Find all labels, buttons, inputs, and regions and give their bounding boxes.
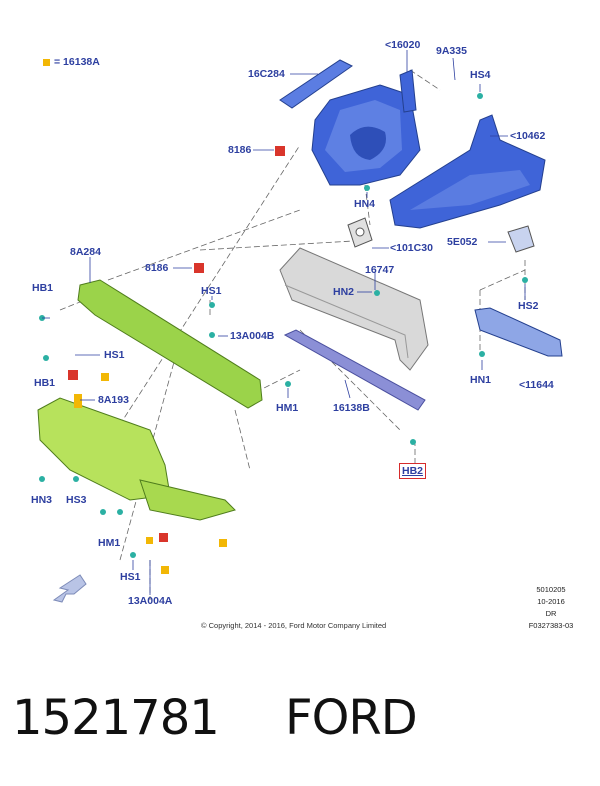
clip-red-part [68,370,78,380]
callout-8186-lower: 8186 [145,262,169,274]
callout-8A193: 8A193 [98,394,129,406]
callout-HS1-middle: HS1 [104,349,125,361]
callout-101C30: <101C30 [390,242,433,254]
callout-HS4: HS4 [470,69,491,81]
callout-13A004A: 13A004A [128,595,173,607]
copyright-notice: © Copyright, 2014 - 2016, Ford Motor Com… [201,621,387,630]
exploded-parts-diagram [37,50,563,603]
callout-HN3: HN3 [31,494,53,506]
callout-HB1-upper: HB1 [32,282,54,294]
callout-16C284: 16C284 [248,68,285,80]
clip-lower-red-part [159,533,168,542]
callout-HB2-highlighted: HB2 [399,463,427,479]
callout-5E052: 5E052 [447,236,478,248]
callout-16138B: 16138B [333,402,370,414]
bumper-beam-part [279,247,429,371]
callout-11644: <11644 [519,379,554,391]
reference-code-3: F0327383-03 [528,621,574,630]
callout-10462: <10462 [510,130,546,142]
callout-8A284: 8A284 [70,246,101,258]
bracket-11644-part [474,307,563,357]
reference-code-1: 5010205 [536,585,566,594]
nut-8186-lower-part [194,263,204,273]
reference-date: 10-2016 [537,597,565,606]
strut-16C284-part [279,59,353,109]
callout-16747: 16747 [365,264,395,276]
label-leader-lines [42,50,526,595]
callout-13A004B: 13A004B [230,330,275,342]
part-number: 1521781 [12,690,220,746]
legend-16138A-markers [101,373,227,574]
brand-name: FORD [285,690,418,746]
radiator-support-8A284-part [77,279,263,409]
callout-9A335: 9A335 [436,45,467,57]
front-direction-arrow-icon [52,574,87,603]
front-apron-right-part [389,114,546,229]
callout-HN4: HN4 [354,198,376,210]
callout-8186-upper: 8186 [228,144,252,156]
fastener-markers [39,93,528,558]
stiffener-16138B-part [283,329,426,411]
splash-shield-part [37,397,236,521]
callout-HS3: HS3 [66,494,87,506]
callout-HS1-upper: HS1 [201,285,222,297]
legend-label: = 16138A [54,56,100,68]
reference-code-2: DR [545,609,557,618]
bracket-101C30-part [347,217,373,248]
callout-HS2: HS2 [518,300,539,312]
callout-HM1-upper: HM1 [276,402,299,414]
bracket-5E052-part [507,225,535,253]
callout-HM1-lower: HM1 [98,537,121,549]
callout-HN2: HN2 [333,286,355,298]
bracket-8A193-part [74,394,82,408]
callout-HN1: HN1 [470,374,492,386]
legend-swatch [43,59,50,66]
nut-8186-upper-part [275,146,285,156]
callout-16020: <16020 [385,39,421,51]
front-apron-left-part [311,69,421,186]
callout-HS1-lower: HS1 [120,571,141,583]
callout-HB1-lower: HB1 [34,377,56,389]
